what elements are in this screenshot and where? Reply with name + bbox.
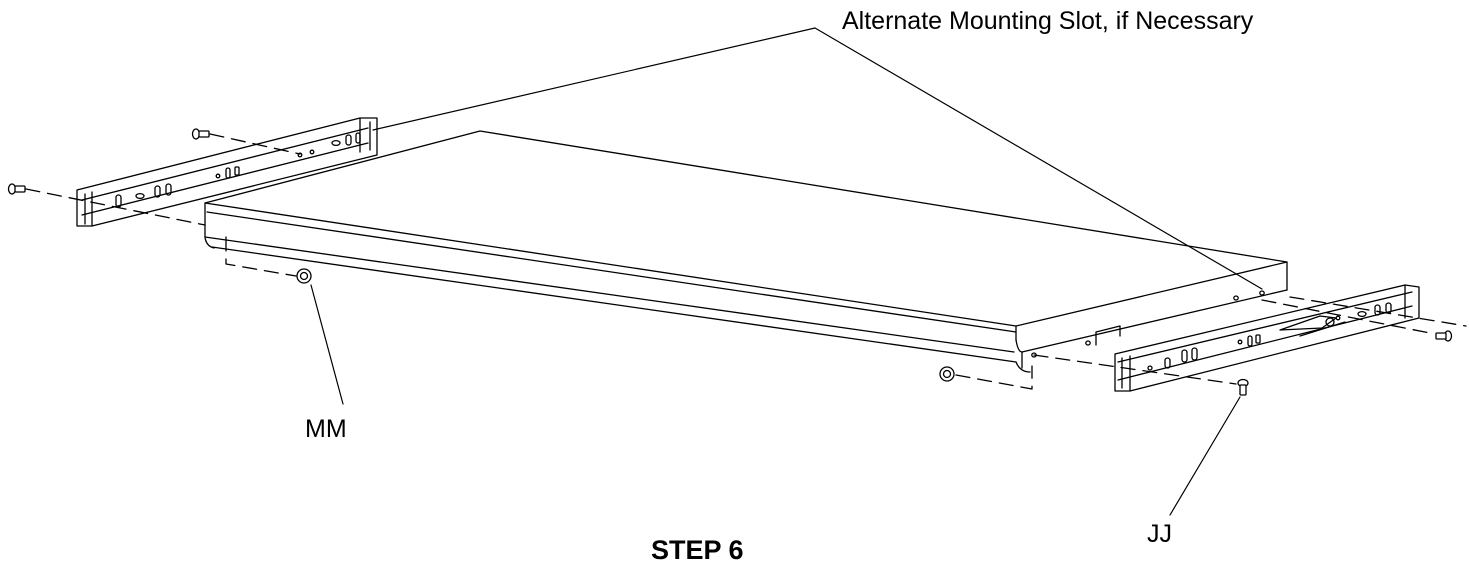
shelf-tray: [205, 131, 1287, 372]
side-hole: [1234, 296, 1238, 300]
left-slide-rail: [77, 118, 377, 226]
right-slide-rail: [1115, 285, 1419, 391]
callout-jj: JJ: [1147, 520, 1172, 548]
assembly-dashed-lines: [26, 134, 1466, 389]
leader-lines: [311, 28, 1262, 515]
fasteners: [9, 129, 1452, 395]
callout-mm: MM: [305, 415, 347, 443]
screw-right-rear: [1436, 331, 1452, 341]
nut-right: [940, 367, 954, 381]
callout-alternate-slot: Alternate Mounting Slot, if Necessary: [842, 7, 1254, 35]
side-hole: [1260, 291, 1264, 295]
step-title: STEP 6: [651, 535, 744, 565]
screw-jj: [1238, 380, 1248, 396]
shelf-top-surface: [205, 131, 1287, 326]
screw-left-rear: [193, 129, 210, 139]
side-hole: [1086, 341, 1090, 345]
nut-mm: [297, 269, 311, 283]
screw-left-front: [9, 184, 26, 194]
